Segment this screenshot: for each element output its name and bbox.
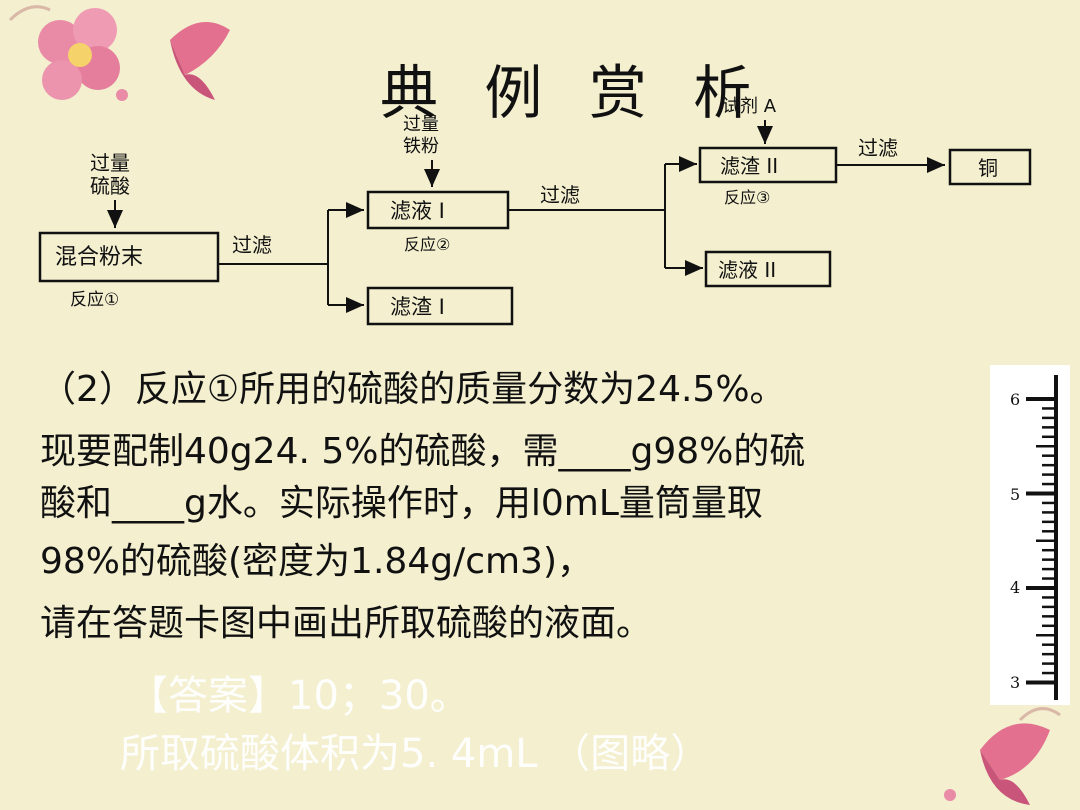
tick-label-6: 6	[1010, 390, 1020, 409]
label-reaction3: 反应③	[724, 188, 770, 207]
box-mixed-powder-label: 混合粉末	[55, 245, 143, 270]
answer-line-1: 【答案】10；30。	[128, 673, 470, 719]
box-filtrate2	[704, 250, 832, 288]
label-acid-line1: 过量	[90, 151, 130, 175]
flower-decoration-bottom-right	[944, 707, 1061, 805]
question-line-2: 现要配制40g24. 5%的硫酸，需____g98%的硫	[40, 431, 806, 472]
label-iron-line2: 铁粉	[403, 136, 439, 157]
label-reagent-a: 试剂 A	[722, 96, 777, 117]
label-acid-line2: 硫酸	[90, 174, 130, 198]
slide-title: 典 例 赏 析	[380, 59, 766, 127]
question-line-1: （2）反应①所用的硫酸的质量分数为24.5%。	[40, 369, 786, 410]
box-copper-label: 铜	[978, 156, 998, 180]
process-flowchart: 过量 硫酸 混合粉末 反应① 过滤 过量 铁粉 滤液 I 反应② 滤渣 I 过滤…	[38, 96, 1032, 326]
tick-label-3: 3	[1010, 673, 1020, 692]
measuring-cylinder-scale: 6 5 4 3	[990, 365, 1070, 705]
question-line-5: 请在答题卡图中画出所取硫酸的液面。	[40, 603, 653, 644]
flower-decoration-top-left	[8, 5, 230, 101]
box-residue1	[366, 286, 514, 326]
tick-label-4: 4	[1010, 578, 1020, 597]
label-filter3: 过滤	[858, 136, 898, 160]
box-copper	[948, 148, 1032, 186]
label-reaction1: 反应①	[70, 290, 119, 310]
box-mixed-powder	[38, 231, 220, 283]
tick-label-5: 5	[1010, 485, 1020, 504]
box-filtrate1-label: 滤液 I	[390, 199, 445, 223]
box-filtrate2-label: 滤液 II	[718, 258, 776, 282]
label-filter1: 过滤	[232, 233, 272, 257]
question-line-4: 98%的硫酸(密度为1.84g/cm3)，	[40, 541, 594, 582]
question-line-3: 酸和____g水。实际操作时，用l0mL量筒量取	[40, 483, 763, 524]
label-filter2: 过滤	[540, 183, 580, 207]
box-residue2-label: 滤渣 II	[720, 154, 778, 178]
box-residue1-label: 滤渣 I	[390, 295, 445, 319]
answer-line-2: 所取硫酸体积为5. 4mL （图略）	[120, 731, 711, 777]
label-reaction2: 反应②	[404, 235, 450, 254]
label-iron-line1: 过量	[403, 114, 439, 135]
